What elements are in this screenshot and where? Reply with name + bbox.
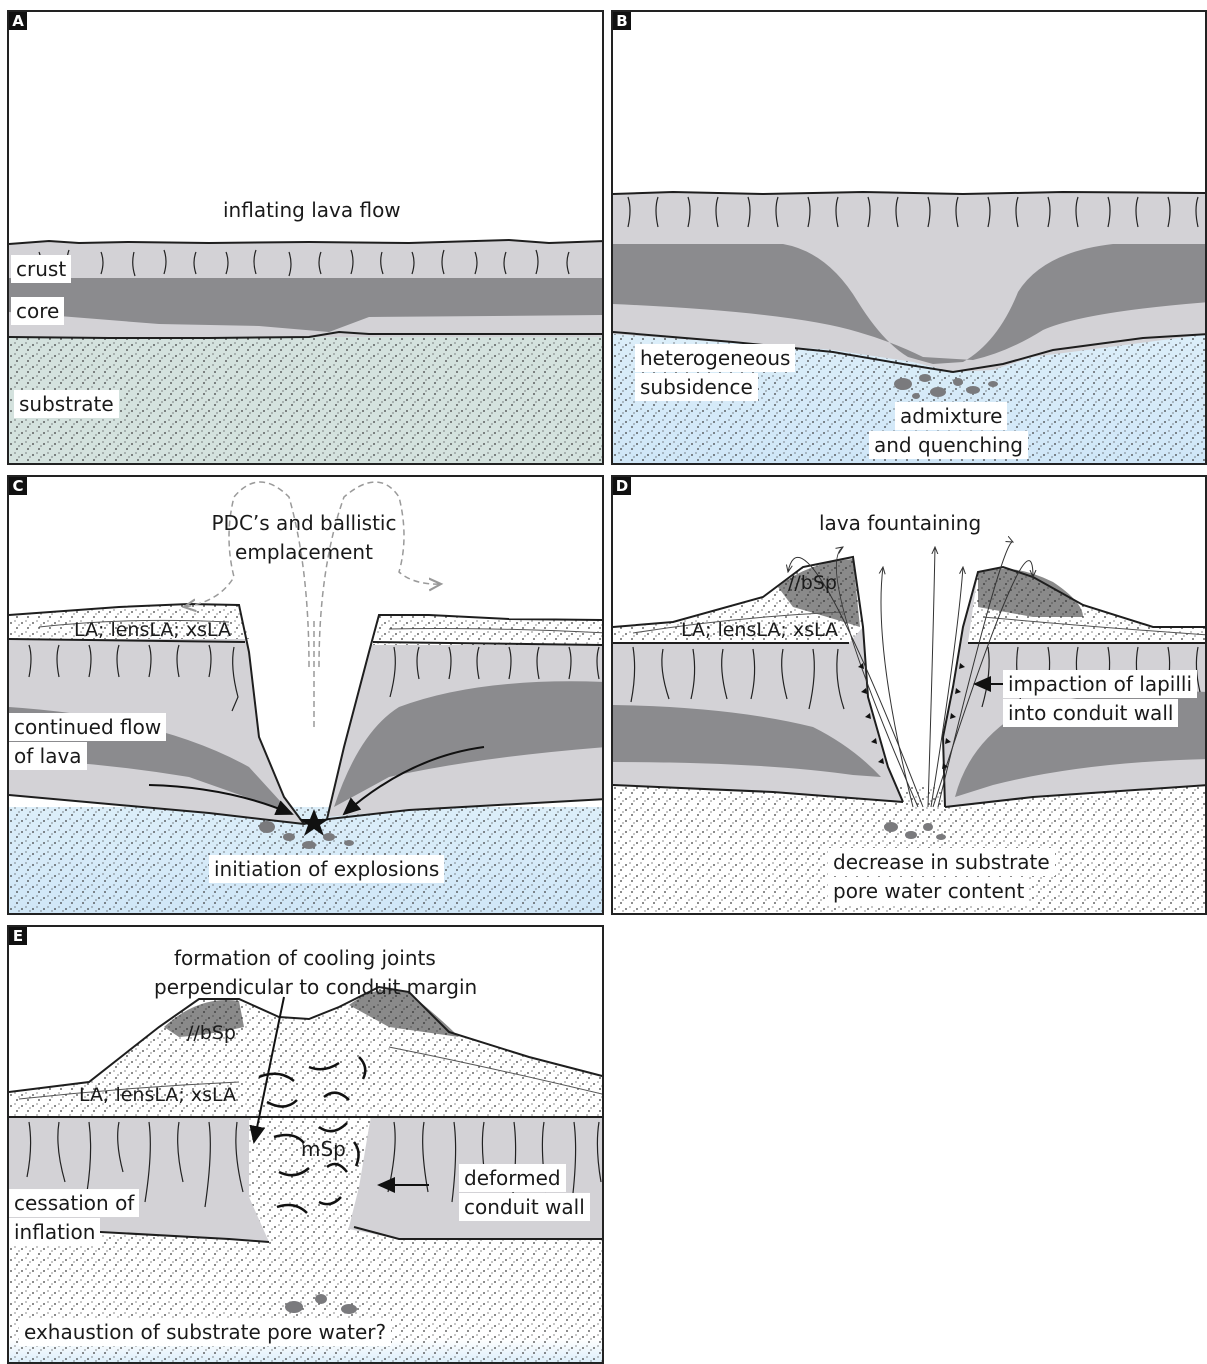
admixture-label-1: admixture bbox=[895, 402, 1007, 430]
panel-c: C bbox=[7, 475, 604, 915]
deformed-label-1: deformed bbox=[459, 1164, 566, 1192]
subsidence-label-2: subsidence bbox=[635, 373, 758, 401]
flow-label-2: of lava bbox=[9, 742, 87, 770]
panel-e: E bbox=[7, 925, 604, 1364]
cessation-label-1: cessation of bbox=[9, 1189, 139, 1217]
panel-letter-a: A bbox=[9, 12, 27, 30]
admixture-label-2: and quenching bbox=[869, 431, 1028, 459]
flow-label-1: continued flow bbox=[9, 713, 166, 741]
facies-label-e: LA; lensLA; xsLA bbox=[79, 1081, 236, 1109]
pdc-label-2: emplacement bbox=[199, 538, 409, 566]
crust-label: crust bbox=[11, 255, 71, 283]
joints-label-1: formation of cooling joints bbox=[174, 944, 436, 972]
panel-letter-b: B bbox=[613, 12, 631, 30]
bsp-label-d: //bSp bbox=[788, 569, 837, 597]
pdc-label-1: PDC’s and ballistic bbox=[199, 509, 409, 537]
decrease-label-1: decrease in substrate bbox=[828, 848, 1055, 876]
subsidence-label-1: heterogeneous bbox=[635, 344, 795, 372]
core-label: core bbox=[11, 297, 64, 325]
facies-label-c: LA; lensLA; xsLA bbox=[74, 616, 231, 644]
joints-label-2: perpendicular to conduit margin bbox=[154, 973, 477, 1001]
substrate-label: substrate bbox=[14, 390, 119, 418]
panel-d: D bbox=[611, 475, 1207, 915]
panel-letter-d: D bbox=[613, 477, 631, 495]
msp-label: mSp bbox=[301, 1135, 346, 1163]
explosions-label: initiation of explosions bbox=[209, 855, 444, 883]
deformed-label-2: conduit wall bbox=[459, 1193, 590, 1221]
decrease-label-2: pore water content bbox=[828, 877, 1029, 905]
facies-label-d: LA; lensLA; xsLA bbox=[681, 616, 838, 644]
panel-letter-e: E bbox=[9, 927, 27, 945]
exhaustion-label: exhaustion of substrate pore water? bbox=[19, 1318, 391, 1346]
panel-b: B heterogeneous subsidence admixture and… bbox=[611, 10, 1207, 465]
fountain-label: lava fountaining bbox=[819, 509, 981, 537]
impaction-label-2: into conduit wall bbox=[1003, 699, 1178, 727]
impaction-label-1: impaction of lapilli bbox=[1003, 670, 1197, 698]
bsp-label-e: //bSp bbox=[187, 1019, 236, 1047]
panel-letter-c: C bbox=[9, 477, 27, 495]
cessation-label-2: inflation bbox=[9, 1218, 100, 1246]
panel-a: A inflating lava flow crust core substra… bbox=[7, 10, 604, 465]
panel-a-title: inflating lava flow bbox=[223, 196, 401, 224]
